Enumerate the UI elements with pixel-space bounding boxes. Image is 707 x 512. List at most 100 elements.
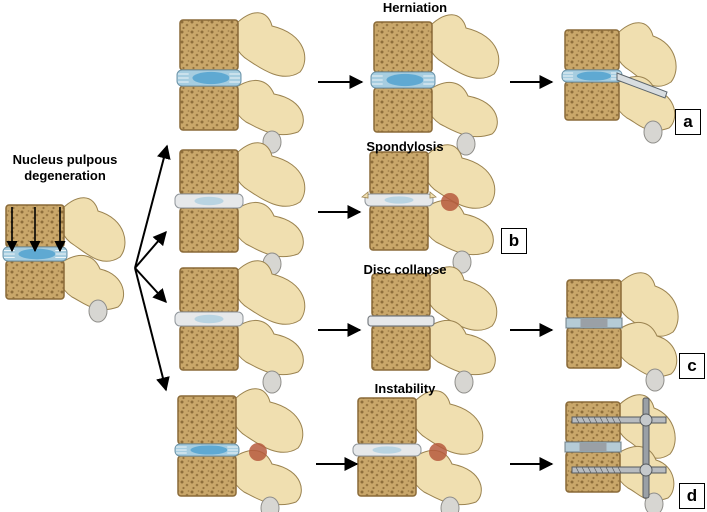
nucleus-pulposus (372, 446, 402, 454)
screw-thread (611, 416, 616, 424)
screw-thread (593, 416, 598, 424)
label-nucleus-pulpous-degeneration: Nucleus pulpous degeneration (12, 152, 118, 183)
screw-thread (611, 466, 616, 474)
nucleus-pulposus (18, 248, 56, 260)
vertebral-body-upper (177, 395, 237, 445)
vertebra-pair-herniation-2 (370, 14, 500, 156)
facet-joint (645, 368, 665, 392)
panel-letter-b: b (501, 228, 527, 254)
facet-joint (262, 370, 282, 394)
posterior-process-upper (614, 272, 679, 337)
posterior-process-upper (231, 260, 306, 325)
intervertebral-disc-collapsed (367, 315, 435, 327)
posterior-process-upper (425, 14, 500, 79)
pedicle-screw-2 (571, 466, 667, 474)
nucleus-pulposus (386, 73, 424, 87)
vertebral-body-lower (371, 325, 431, 371)
facet-joint (88, 299, 108, 323)
posterior-process-upper (229, 388, 304, 453)
posterior-process-lower (231, 320, 304, 376)
screw-thread (587, 416, 592, 424)
vertebral-body-lower (179, 207, 239, 253)
vertebral-body-upper (357, 397, 417, 445)
vertebra-pair-disc-collapse-3 (565, 272, 679, 392)
vertebral-body-lower (179, 325, 239, 371)
screw-head-1 (639, 413, 653, 427)
posterior-process-upper (421, 144, 496, 209)
label-disc-collapse: Disc collapse (363, 262, 447, 277)
arrow-branch-to-spondylosis (134, 230, 167, 269)
vertebral-body-upper (371, 273, 431, 317)
vertebral-body-lower (564, 81, 620, 121)
interbody-cage-core (580, 319, 608, 327)
screw-thread (593, 466, 598, 474)
facet-joint (454, 370, 474, 394)
facet-joint (643, 120, 663, 144)
arrow-branch-to-disc-collapse (134, 267, 167, 304)
vertebral-body-lower (566, 327, 622, 369)
osteophyte-right (429, 191, 437, 199)
nucleus-pulposus (194, 314, 224, 324)
screw-thread (617, 466, 622, 474)
nucleus-pulposus (384, 196, 414, 204)
screw-thread (575, 466, 580, 474)
screw-thread (581, 466, 586, 474)
spine-segments (2, 12, 679, 512)
vertebra-pair-spondylosis-1 (174, 142, 306, 276)
label-spondylosis: Spondylosis (366, 139, 444, 154)
vertebral-body-lower (357, 455, 417, 497)
vertebra-pair-start (2, 197, 126, 323)
arrows (134, 75, 554, 471)
screw-thread (575, 416, 580, 424)
vertebra-pair-spondylosis-2 (361, 144, 496, 274)
posterior-process-lower (231, 202, 304, 258)
vertebra-pair-herniation-1 (176, 12, 306, 154)
posterior-process-lower (421, 200, 494, 256)
posterior-process-lower (425, 82, 498, 138)
vertebral-body-upper (369, 151, 429, 195)
vertebra-pair-disc-collapse-1 (174, 260, 306, 394)
arrow-branch-to-instability (134, 267, 170, 392)
screw-thread (587, 466, 592, 474)
screw-thread (599, 466, 604, 474)
nucleus-pulposus (194, 196, 224, 206)
vertebral-body-lower (5, 260, 65, 300)
vertebra-pair-instability-2 (352, 390, 484, 512)
pedicle-screw-1 (571, 416, 667, 424)
vertebral-body-upper (566, 279, 622, 319)
herniated-disc-material (616, 72, 668, 99)
vertebra-pair-instability-1 (174, 388, 304, 512)
vertebral-body-lower (177, 455, 237, 497)
vertebra-pair-disc-collapse-2 (367, 266, 498, 394)
posterior-process-lower (229, 450, 302, 506)
posterior-process-upper (57, 197, 126, 262)
nucleus-pulposus (190, 445, 228, 455)
screw-thread (599, 416, 604, 424)
label-instability: Instability (374, 381, 436, 396)
panel-letter-c: c (679, 353, 705, 379)
vertebral-body-upper (179, 267, 239, 313)
nucleus-pulposus (192, 71, 230, 85)
vertebra-pair-instability-3 (564, 394, 676, 512)
degenerative-lesion (249, 443, 267, 461)
posterior-process-lower (409, 450, 482, 506)
vertebral-body-lower (369, 205, 429, 251)
screw-thread (605, 416, 610, 424)
vertebral-body-lower (179, 85, 239, 131)
facet-joint (440, 496, 460, 512)
vertebral-body-lower (373, 87, 433, 133)
osteophyte-left (361, 191, 369, 199)
facet-joint (452, 250, 472, 274)
vertebra-pair-herniation-3 (561, 22, 677, 144)
degenerative-lesion (441, 193, 459, 211)
interbody-cage-core (579, 443, 607, 451)
vertebral-body-upper (373, 21, 433, 73)
facet-joint (644, 492, 664, 512)
screw-head-2 (639, 463, 653, 477)
posterior-process-upper (423, 266, 498, 331)
posterior-process-upper (231, 12, 306, 77)
facet-joint (260, 496, 280, 512)
degenerative-lesion (429, 443, 447, 461)
fixation-rod (642, 397, 650, 499)
